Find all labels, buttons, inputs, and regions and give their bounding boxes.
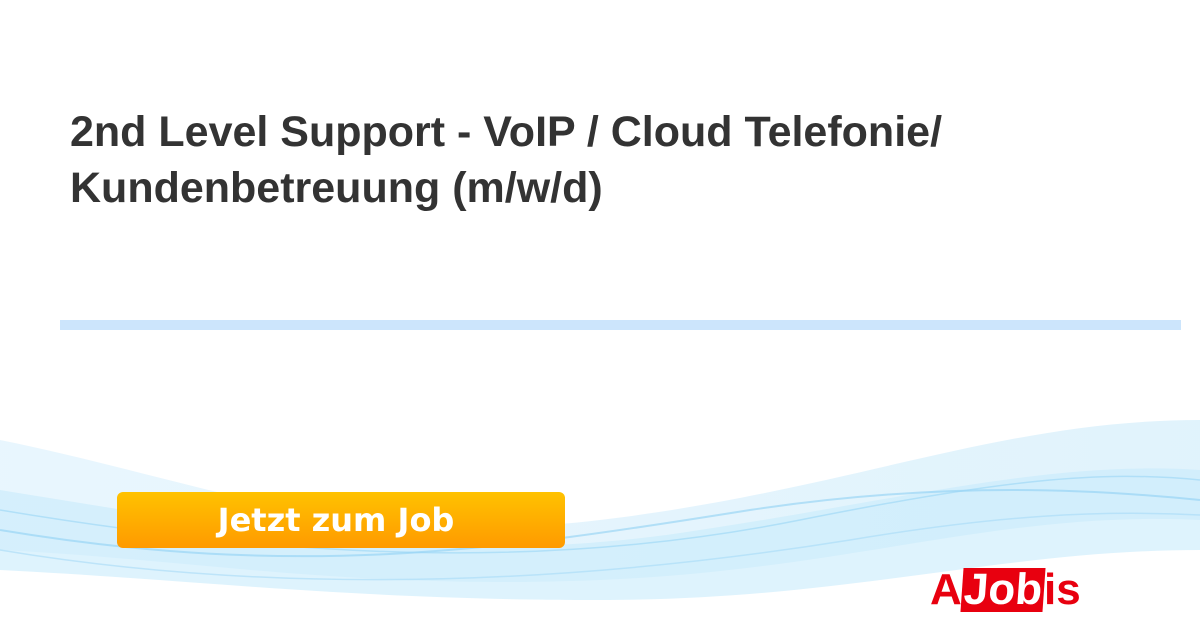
ajobis-logo[interactable]: A Job is xyxy=(930,565,1081,614)
logo-part-a: A xyxy=(930,565,962,614)
apply-button[interactable]: Jetzt zum Job xyxy=(117,492,565,548)
job-title: 2nd Level Support - VoIP / Cloud Telefon… xyxy=(70,108,943,212)
logo-part-is: is xyxy=(1044,565,1081,614)
logo-part-job: Job xyxy=(960,565,1046,614)
divider xyxy=(60,320,1181,330)
